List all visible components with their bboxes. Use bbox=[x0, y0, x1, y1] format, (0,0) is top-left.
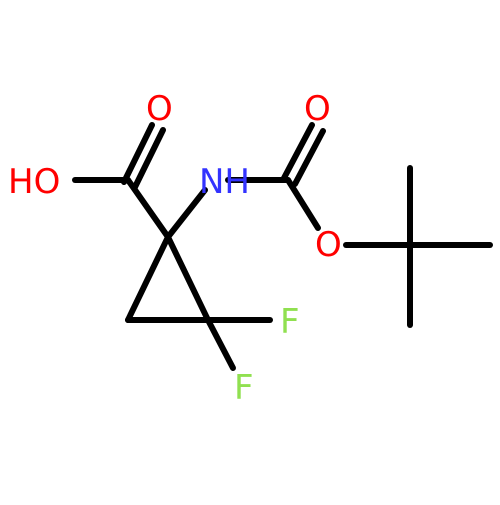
bond-ring-c1-c2 bbox=[165, 234, 211, 323]
bond-acid-co-1 bbox=[121, 122, 155, 185]
nh-label: NH bbox=[199, 162, 250, 202]
bonds bbox=[72, 122, 493, 371]
boc-carbonyl-oxygen-label: O bbox=[304, 89, 331, 129]
fluorine-2-label: F bbox=[234, 368, 254, 408]
bond-c1-n bbox=[165, 187, 208, 240]
atom-labels: HO O NH O O F F bbox=[8, 89, 342, 408]
bond-acid-c1 bbox=[125, 177, 171, 240]
hydroxyl-label: HO bbox=[8, 162, 60, 202]
bond-ring-c1-c3 bbox=[125, 234, 171, 323]
bond-c2-f2 bbox=[205, 317, 236, 371]
fluorine-1-label: F bbox=[280, 302, 300, 342]
ester-oxygen-label: O bbox=[315, 225, 342, 265]
bond-boc-co-2 bbox=[292, 128, 326, 187]
acid-carbonyl-oxygen-label: O bbox=[146, 89, 173, 129]
bond-c-oester bbox=[285, 177, 321, 231]
bond-boc-co-1 bbox=[281, 122, 315, 181]
bond-acid-co-2 bbox=[132, 127, 166, 190]
